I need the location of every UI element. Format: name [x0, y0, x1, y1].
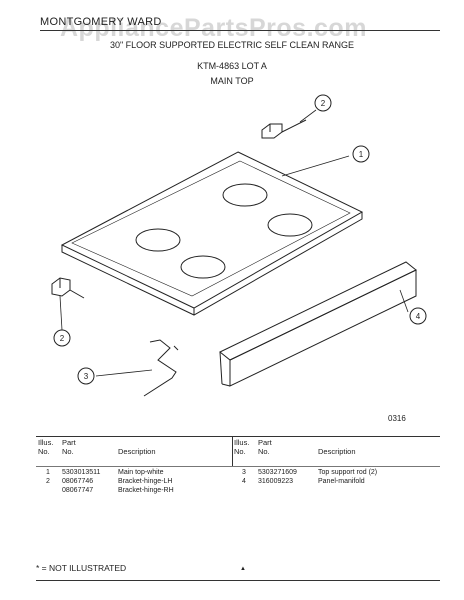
table-top-rule [36, 436, 440, 437]
callout-2-left: 2 [60, 334, 65, 343]
header-desc-left: Description [118, 447, 156, 456]
footnote: * = NOT ILLUSTRATED [36, 563, 127, 573]
table-row: 1 5303013511 Main top-white 3 5303271609… [36, 468, 440, 477]
header-illus-no-left: No. [38, 447, 50, 456]
section-title: MAIN TOP [210, 76, 254, 86]
header-desc-right: Description [318, 447, 356, 456]
page-title: 30" FLOOR SUPPORTED ELECTRIC SELF CLEAN … [109, 40, 355, 50]
row-description: Bracket-hinge-LH [118, 478, 173, 485]
header-part-no-right: No. [258, 447, 270, 456]
watermark: AppliancePartsPros.com [60, 14, 367, 42]
manifold-panel-drawing [219, 261, 417, 387]
table-row: 2 08067746 Bracket-hinge-LH 4 316009223 … [36, 477, 440, 486]
row-part-number: 08067747 [62, 487, 94, 494]
table-header-row-2: No. No. Description No. No. Description [36, 447, 440, 456]
header-part-no-left: No. [62, 447, 74, 456]
table-divider [232, 436, 233, 466]
row-illus: 1 [46, 469, 50, 476]
callout-3: 3 [84, 372, 89, 381]
header-illus-no-right: No. [234, 447, 246, 456]
row-part-number: 5303013511 [62, 469, 101, 476]
model-number: KTM-4863 LOT A [197, 61, 267, 71]
header-part-right: Part [258, 438, 272, 447]
row-part-number: 316009223 [258, 478, 294, 485]
callout-4-circle [409, 307, 427, 325]
footer-rule [36, 580, 440, 581]
row-illus: 3 [242, 469, 246, 476]
header-illus-right: Illus. [234, 438, 250, 447]
hinge-bracket-rh-drawing [261, 119, 307, 139]
table-header-row-1: Illus. Part Illus. Part [36, 438, 440, 447]
row-description: Top support rod (2) [318, 469, 378, 476]
row-illus [36, 486, 60, 495]
row-illus: 4 [242, 478, 246, 485]
support-rod-drawing [143, 339, 179, 397]
hinge-bracket-lh-drawing [51, 277, 85, 299]
header-rule [40, 30, 440, 31]
brand-name: MONTGOMERY WARD [40, 16, 162, 28]
callout-1-circle [352, 145, 370, 163]
row-part-number: 5303271609 [258, 469, 297, 476]
callout-2-top: 2 [321, 99, 326, 108]
table-header-rule [36, 466, 440, 467]
parts-table: Illus. Part Illus. Part No. No. Descript… [36, 438, 440, 495]
main-top-drawing [60, 151, 364, 316]
row-description: Bracket-hinge-RH [118, 487, 174, 494]
callout-1: 1 [359, 150, 364, 159]
callout-3-circle [77, 367, 95, 385]
page-mark: ▲ [240, 566, 246, 572]
callout-2-left-circle [53, 329, 71, 347]
diagram-code: 0316 [388, 414, 406, 423]
callout-2-top-circle [314, 94, 332, 112]
row-description: Panel-manifold [318, 478, 365, 485]
row-illus: 2 [46, 478, 50, 485]
row-part-number: 08067746 [62, 478, 94, 485]
header-part-left: Part [62, 438, 76, 447]
header-illus-left: Illus. [38, 438, 54, 447]
table-row: 08067747 Bracket-hinge-RH [36, 486, 440, 495]
row-description: Main top-white [118, 469, 164, 476]
callout-4: 4 [416, 312, 421, 321]
